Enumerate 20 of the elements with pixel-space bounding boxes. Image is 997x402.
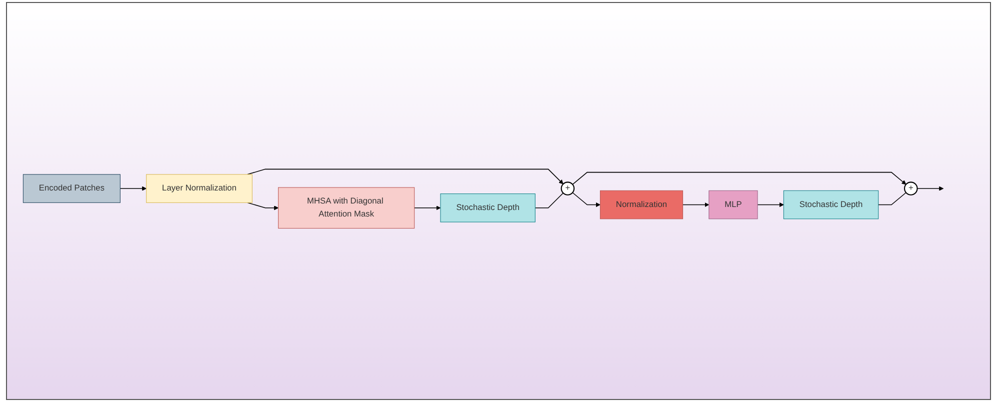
node-box: Stochastic Depth	[440, 193, 535, 222]
node-circle: +	[560, 181, 574, 196]
node-box: Normalization	[599, 190, 683, 219]
arrow	[413, 205, 440, 210]
node-circle: +	[904, 181, 918, 196]
arrow	[246, 202, 278, 210]
node-box: MHSA with Diagonal Attention Mask	[278, 186, 414, 228]
arrow	[916, 186, 944, 191]
connector	[534, 192, 564, 208]
node-box: Stochastic Depth	[782, 190, 878, 219]
node-box: Layer Normalization	[146, 174, 252, 203]
node-box: Encoded Patches	[22, 174, 120, 203]
arrow	[572, 172, 906, 185]
node-box: MLP	[708, 190, 758, 219]
arrow	[756, 202, 784, 207]
arrow	[119, 186, 146, 191]
arrow	[246, 168, 563, 184]
arrow	[682, 202, 709, 207]
connector	[877, 192, 906, 205]
arrow	[572, 192, 600, 207]
